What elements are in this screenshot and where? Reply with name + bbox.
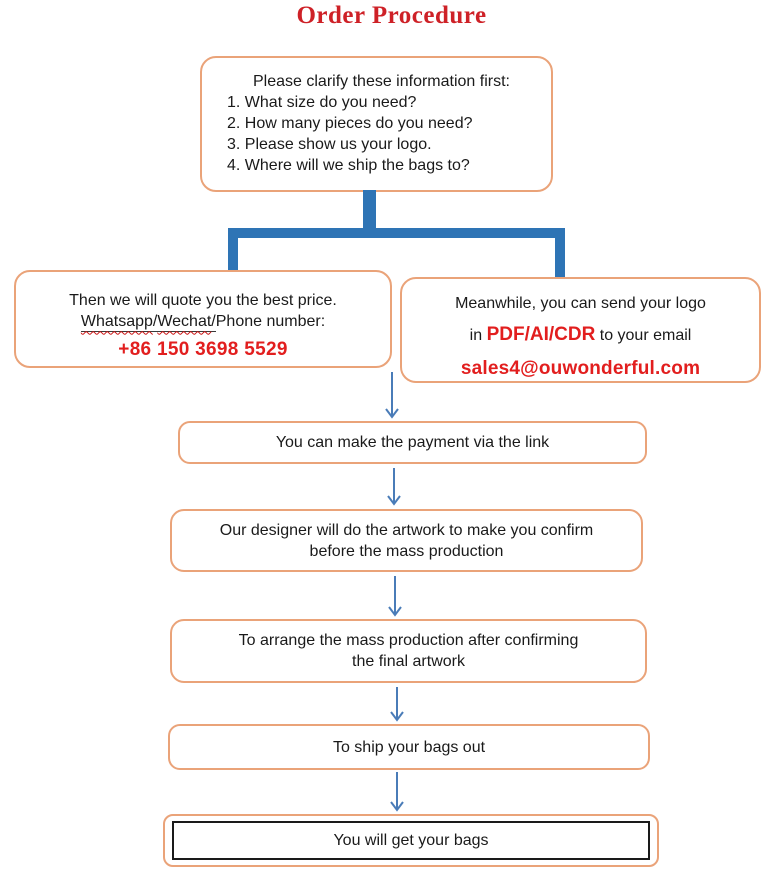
send-logo-box: Meanwhile, you can send your logo in PDF… [400,277,761,383]
quote-line-1: Then we will quote you the best price. [69,291,337,309]
quote-line-2: Whatsapp/Wechat/Phone number: [80,311,326,332]
clarify-item-2: 2. How many pieces do you need? [227,115,473,132]
contact-channels: Whatsapp/Wechat/ [80,312,216,332]
clarify-item-4: 4. Where will we ship the bags to? [227,157,470,174]
formats-suffix: to your email [595,327,692,344]
file-formats: PDF/AI/CDR [486,324,596,345]
clarify-info-box: Please clarify these information first: … [200,56,553,192]
quote-price-box: Then we will quote you the best price. W… [14,270,392,368]
receive-text: You will get your bags [333,832,489,849]
down-arrow-1 [385,372,399,419]
phone-number: +86 150 3698 5529 [118,338,288,360]
down-arrow-2 [387,468,401,506]
production-line-2: the final artwork [352,653,465,670]
mass-production-box: To arrange the mass production after con… [170,619,647,683]
artwork-line-2: before the mass production [309,542,504,560]
clarify-item-3: 3. Please show us your logo. [227,136,432,153]
payment-text: You can make the payment via the link [275,434,550,451]
connector-right-drop [555,228,565,278]
connector-left-drop [228,228,238,271]
phone-label: Phone number: [215,312,326,330]
slash-separator: / [211,312,216,330]
page-title: Order Procedure [296,2,487,29]
payment-box: You can make the payment via the link [178,421,647,464]
ship-box: To ship your bags out [168,724,650,770]
artwork-line-1: Our designer will do the artwork to make… [219,521,594,539]
connector-crossbar [228,228,565,238]
production-line-1: To arrange the mass production after con… [238,632,579,649]
clarify-item-1: 1. What size do you need? [227,94,417,111]
clarify-heading: Please clarify these information first: [253,73,510,90]
down-arrow-3 [388,576,402,617]
logo-line-1: Meanwhile, you can send your logo [455,295,706,312]
receive-bags-inner-frame: You will get your bags [172,821,650,860]
logo-line-2: in PDF/AI/CDR to your email [470,324,692,346]
down-arrow-5 [390,772,404,812]
connector-stem [363,190,376,230]
artwork-confirm-box: Our designer will do the artwork to make… [170,509,643,572]
whatsapp-word: Whatsapp [80,312,153,330]
down-arrow-4 [390,687,404,722]
slash-separator: / [152,312,158,330]
formats-prefix: in [469,327,487,344]
email-address: sales4@ouwonderful.com [460,358,701,379]
ship-text: To ship your bags out [332,738,486,756]
receive-bags-box: You will get your bags [163,814,659,867]
wechat-word: Wechat [157,312,212,330]
